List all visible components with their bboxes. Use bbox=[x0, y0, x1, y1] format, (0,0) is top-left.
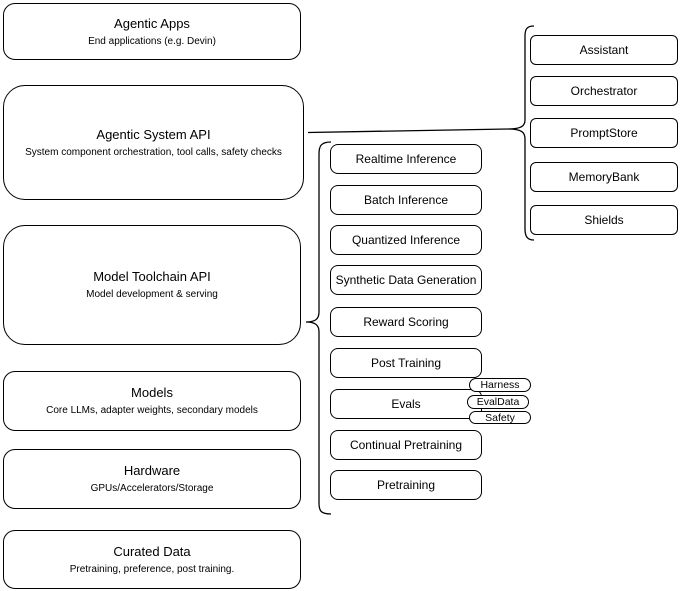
node-agentic-apps-subtitle: End applications (e.g. Devin) bbox=[88, 35, 216, 47]
node-curated-data-title: Curated Data bbox=[113, 543, 191, 559]
node-models-title: Models bbox=[131, 385, 173, 400]
service-synthetic-data-generation: Synthetic Data Generation bbox=[330, 265, 482, 295]
component-memorybank: MemoryBank bbox=[530, 162, 678, 192]
service-evals: Evals bbox=[330, 389, 482, 419]
toolchain-brace bbox=[305, 141, 332, 515]
node-curated-data: Curated Data Pretraining, preference, po… bbox=[3, 530, 301, 589]
tag-evaldata: EvalData bbox=[467, 395, 529, 409]
node-agentic-system-api-title: Agentic System API bbox=[96, 126, 211, 142]
service-batch-inference: Batch Inference bbox=[330, 185, 482, 215]
node-model-toolchain-api-subtitle: Model development & serving bbox=[86, 289, 218, 300]
node-hardware: Hardware GPUs/Accelerators/Storage bbox=[3, 449, 301, 509]
node-hardware-subtitle: GPUs/Accelerators/Storage bbox=[90, 483, 214, 494]
service-reward-scoring: Reward Scoring bbox=[330, 307, 482, 337]
component-orchestrator: Orchestrator bbox=[530, 76, 678, 106]
node-model-toolchain-api: Model Toolchain API Model development & … bbox=[3, 225, 301, 345]
tag-harness: Harness bbox=[469, 378, 531, 392]
system-api-connector-line bbox=[307, 128, 509, 134]
node-hardware-title: Hardware bbox=[123, 463, 181, 478]
node-model-toolchain-api-title: Model Toolchain API bbox=[93, 269, 211, 284]
service-realtime-inference: Realtime Inference bbox=[330, 144, 482, 174]
node-agentic-system-api: Agentic System API System component orch… bbox=[3, 85, 304, 200]
node-agentic-apps: Agentic Apps End applications (e.g. Devi… bbox=[3, 3, 301, 60]
node-curated-data-subtitle: Pretraining, preference, post training. bbox=[69, 563, 235, 575]
service-post-training: Post Training bbox=[330, 348, 482, 378]
service-continual-pretraining: Continual Pretraining bbox=[330, 430, 482, 460]
node-agentic-apps-title: Agentic Apps bbox=[114, 15, 190, 31]
service-pretraining: Pretraining bbox=[330, 470, 482, 500]
service-quantized-inference: Quantized Inference bbox=[330, 225, 482, 255]
component-assistant: Assistant bbox=[530, 35, 678, 65]
tag-safety: Safety bbox=[469, 411, 531, 424]
node-models: Models Core LLMs, adapter weights, secon… bbox=[3, 371, 301, 431]
node-agentic-system-api-subtitle: System component orchestration, tool cal… bbox=[25, 146, 282, 158]
component-shields: Shields bbox=[530, 205, 678, 235]
component-promptstore: PromptStore bbox=[530, 118, 678, 148]
node-models-subtitle: Core LLMs, adapter weights, secondary mo… bbox=[46, 405, 258, 416]
